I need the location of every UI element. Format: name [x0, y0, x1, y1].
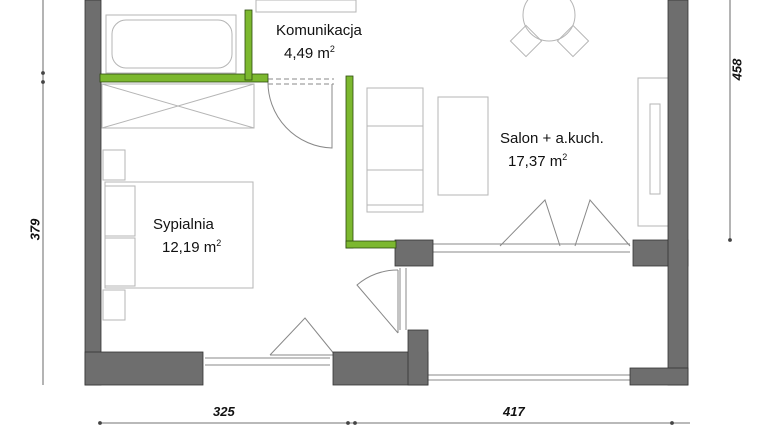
green-walls — [99, 9, 397, 249]
area-unit: m — [203, 239, 217, 256]
dining-table — [522, 0, 576, 42]
room-area-salon: 17,37 m2 — [508, 152, 567, 170]
kitchen-counter — [637, 77, 671, 227]
dimension-bottom-left: 325 — [213, 404, 235, 419]
room-name-sypialnia: Sypialnia — [153, 216, 214, 233]
wall-left — [84, 0, 102, 386]
doors — [205, 78, 631, 381]
wall-right — [667, 0, 689, 386]
dimension-lines — [41, 0, 732, 425]
room-area-komunikacja: 4,49 m2 — [284, 44, 335, 62]
area-value: 4,49 — [284, 45, 314, 62]
area-sup: 2 — [216, 238, 222, 248]
room-area-sypialnia: 12,19 m2 — [162, 238, 221, 256]
area-value: 17,37 — [508, 153, 546, 170]
coffee-table — [437, 96, 489, 196]
dimension-bottom-right: 417 — [503, 404, 525, 419]
area-sup: 2 — [329, 44, 335, 54]
room-name-komunikacja: Komunikacja — [276, 22, 362, 39]
sofa — [366, 87, 424, 213]
room-name-salon: Salon + a.kuch. — [500, 130, 604, 147]
bathtub — [105, 14, 237, 74]
dimension-left: 379 — [27, 218, 43, 241]
area-value: 12,19 — [162, 239, 200, 256]
furniture — [101, 0, 671, 321]
area-unit: m — [317, 45, 330, 62]
dimension-right: 458 — [729, 58, 745, 81]
wardrobe — [101, 83, 255, 129]
bed — [104, 181, 254, 289]
walls — [84, 0, 689, 386]
area-unit: m — [549, 153, 563, 170]
area-sup: 2 — [562, 152, 568, 162]
